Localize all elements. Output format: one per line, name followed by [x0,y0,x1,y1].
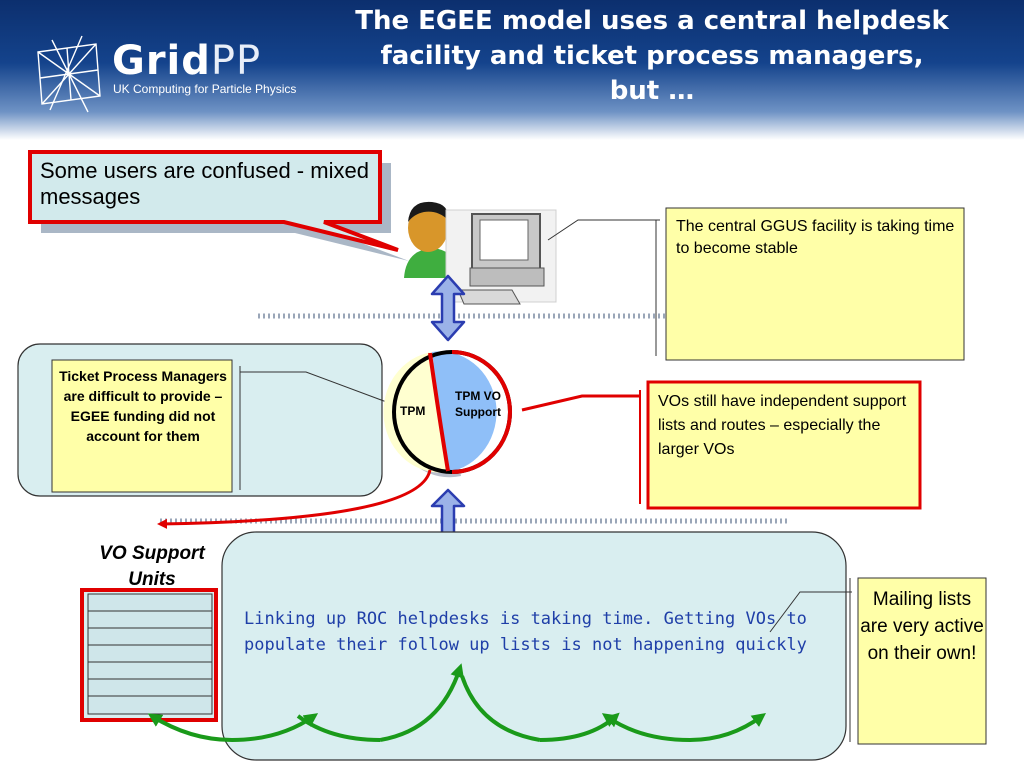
mailing-note-box [857,577,987,745]
header-banner [0,0,1024,140]
roc-panel [221,531,847,761]
pie-vo-support-label: TPM VO Support [454,389,501,419]
mailing-connector-line [769,591,852,633]
tpm-connector-line [240,371,393,405]
logo-subtitle: UK Computing for Particle Physics [113,82,297,96]
logo-wordmark: GridPP [112,38,261,84]
callout-text: Some users are confused - mixed messages [40,158,369,209]
page-title: The EGEE model uses a central helpdesk f… [355,6,949,106]
vo-support-table [80,588,218,722]
green-arrows [147,663,767,742]
gridpp-logo-icon [37,35,101,113]
tpm-pie-chart [383,350,512,478]
vos-note-box [646,380,922,510]
tpm-note-box [51,359,233,493]
confused-users-callout [28,150,409,261]
pie-tpm-label: TPM [400,404,426,418]
vos-note-text: VOs still have independent support lists… [658,393,907,458]
logo-word-light: PP [210,38,262,84]
logo-word-bold: Grid [112,38,211,84]
tpm-note-text: Ticket Process Managers are difficult to… [59,368,227,444]
ggus-note-text: The central GGUS facility is taking time… [676,218,955,257]
double-arrow-top [430,274,466,342]
red-curved-arrow [157,469,432,529]
roc-panel-text: Linking up ROC helpdesks is taking time.… [244,609,807,655]
vos-connector-line [521,394,640,412]
ggus-note-box [665,207,965,361]
vo-support-units-label: VO Support Units [99,543,205,590]
computer-icon [445,209,557,305]
ggus-connector-line [547,219,660,241]
mailing-note-text: Mailing lists are very active on their o… [860,589,984,664]
